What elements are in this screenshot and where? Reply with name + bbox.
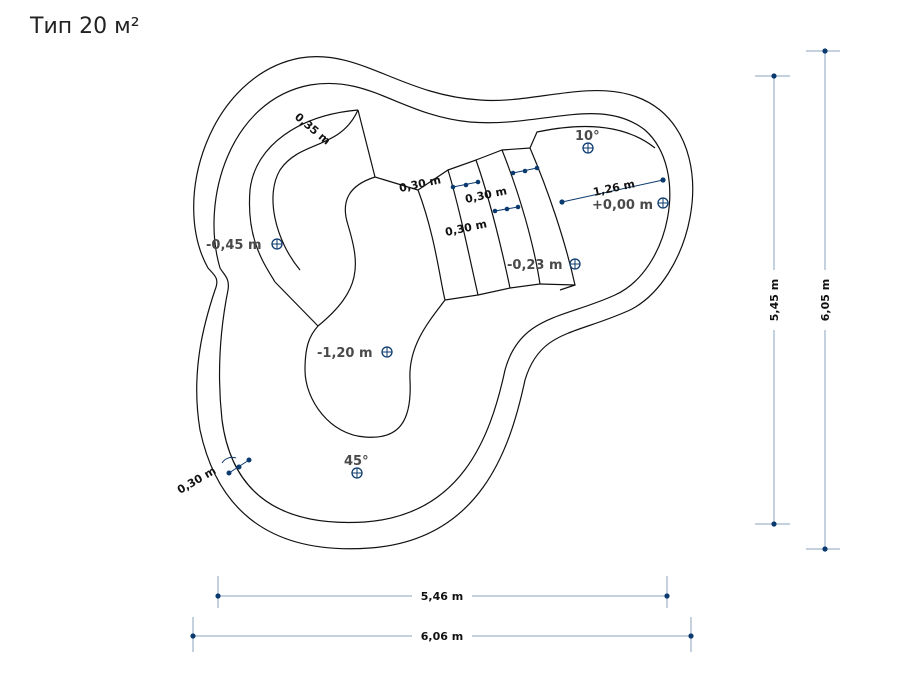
beach-edge bbox=[529, 125, 656, 291]
level-deep: -1,20 m bbox=[317, 346, 373, 361]
dimension-width-outer-label: 6,06 m bbox=[421, 630, 463, 643]
step-3 bbox=[475, 149, 541, 289]
dimension-height-outer: 6,05 m bbox=[806, 48, 840, 552]
step-2 bbox=[447, 159, 511, 296]
dimension-height-inner-label: 5,45 m bbox=[768, 279, 781, 321]
marker-wall bbox=[351, 467, 363, 479]
marker-step bbox=[569, 258, 581, 270]
dimension-width-outer: 6,06 m bbox=[190, 617, 694, 652]
label-step-2: 0,30 m bbox=[464, 184, 508, 206]
label-beach-width: 1,26 m bbox=[592, 177, 636, 199]
marker-beach bbox=[582, 142, 594, 154]
dimension-width-inner-label: 5,46 m bbox=[421, 590, 463, 603]
dimension-height-inner: 5,45 m bbox=[755, 73, 790, 527]
step-1 bbox=[417, 169, 479, 301]
marker-top bbox=[657, 197, 669, 209]
angle-beach: 10° bbox=[575, 129, 600, 144]
marker-deep bbox=[381, 346, 393, 358]
label-rim-width: 0,30 m bbox=[175, 464, 218, 496]
dimension-height-outer-label: 6,05 m bbox=[819, 279, 832, 321]
marker-left bbox=[271, 238, 283, 250]
step-4 bbox=[501, 147, 576, 286]
outer-rim-outline bbox=[193, 56, 694, 550]
deep-zone-outline bbox=[274, 109, 446, 438]
angle-wall: 45° bbox=[344, 454, 369, 469]
level-left: -0,45 m bbox=[206, 238, 262, 253]
left-ledge bbox=[248, 109, 359, 283]
inner-rim-outline bbox=[213, 82, 671, 524]
dimension-width-inner: 5,46 m bbox=[215, 576, 670, 608]
page-title: Тип 20 м² bbox=[30, 14, 140, 39]
left-ledge-inner bbox=[272, 109, 359, 271]
level-step: -0,23 m bbox=[507, 258, 563, 273]
level-top: +0,00 m bbox=[592, 198, 653, 213]
label-step-1: 0,30 m bbox=[398, 173, 442, 195]
label-step-3: 0,30 m bbox=[444, 217, 488, 239]
